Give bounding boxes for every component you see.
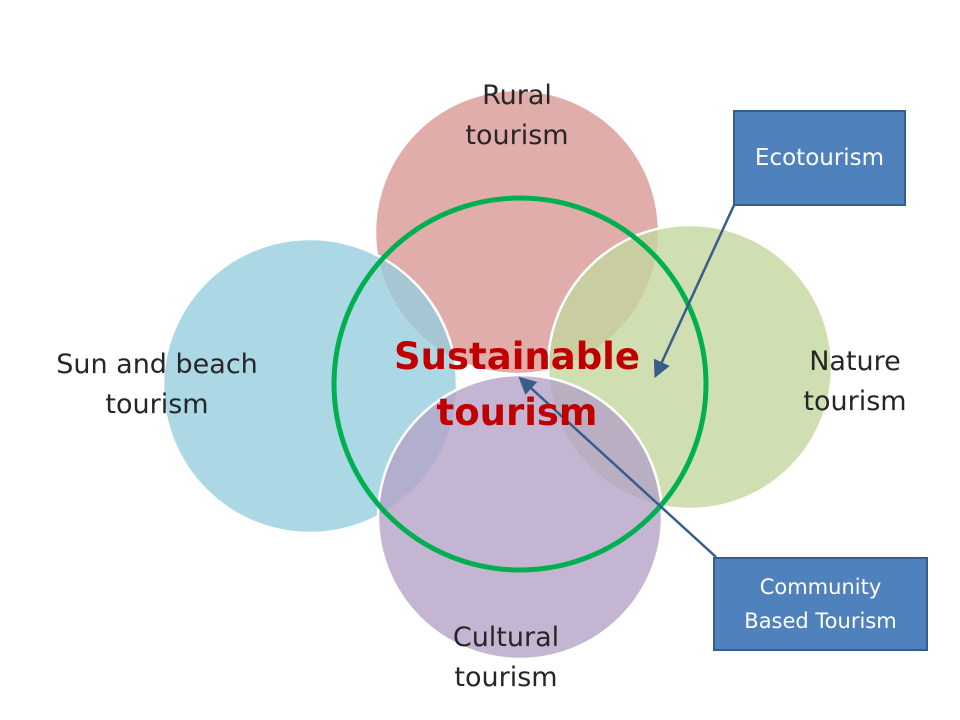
sustainable-tourism-label: Sustainable tourism [375,329,659,441]
nature-tourism-label-line2: tourism [803,386,907,417]
sustainable-tourism-ring [331,195,709,573]
ecotourism-callout-text: Ecotourism [754,145,885,171]
rural-tourism-label-line1: Rural [482,80,552,111]
ecotourism-callout: Ecotourism [733,110,906,206]
nature-tourism-label: Nature tourism [775,342,935,422]
nature-tourism-label-line1: Nature [809,346,901,377]
sun-beach-tourism-label: Sun and beach tourism [30,345,284,425]
cultural-tourism-label-line2: tourism [454,662,558,693]
cultural-tourism-label-line1: Cultural [452,622,560,653]
ecotourism-arrow [653,202,737,379]
sustainable-tourism-label-line1: Sustainable [394,335,640,378]
sustainable-tourism-label-line2: tourism [436,391,598,434]
rural-tourism-label: Rural tourism [427,76,607,156]
cultural-tourism-circle [376,373,664,661]
sun-beach-tourism-label-line2: tourism [105,389,209,420]
community-callout-line1: Community [759,575,882,599]
community-callout-line2: Based Tourism [744,609,897,633]
community-arrow [518,376,717,558]
sun-beach-tourism-circle [161,237,459,535]
community-based-tourism-callout: Community Based Tourism [713,557,928,651]
sun-beach-tourism-label-line1: Sun and beach [56,349,258,380]
cultural-tourism-label: Cultural tourism [416,618,596,698]
rural-tourism-label-line2: tourism [465,120,569,151]
